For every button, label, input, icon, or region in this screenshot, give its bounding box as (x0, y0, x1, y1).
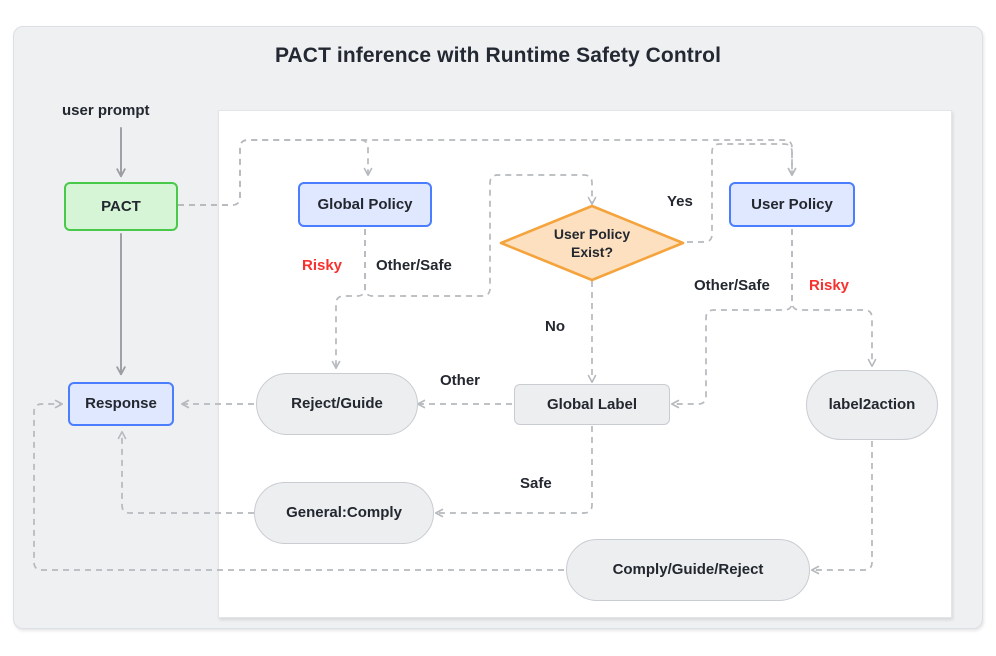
node-user-policy-label: User Policy (751, 195, 833, 213)
node-response[interactable]: Response (68, 382, 174, 426)
node-comply-guide-reject-label: Comply/Guide/Reject (612, 561, 764, 579)
node-global-label[interactable]: Global Label (514, 384, 670, 425)
node-user-policy-exist-decision[interactable]: User Policy Exist? (498, 203, 686, 283)
node-comply-guide-reject[interactable]: Comply/Guide/Reject (566, 539, 810, 601)
edge-label-decision-no: No (545, 318, 565, 335)
edge-label-user-policy-risky: Risky (809, 277, 850, 294)
node-reject-guide-label: Reject/Guide (291, 395, 383, 413)
user-prompt-label: user prompt (62, 102, 150, 119)
node-user-policy[interactable]: User Policy (729, 182, 855, 227)
node-global-policy[interactable]: Global Policy (298, 182, 432, 227)
edge-label-global-label-other: Other (440, 372, 481, 389)
node-response-label: Response (85, 395, 157, 413)
edge-label-user-policy-other-safe: Other/Safe (694, 277, 770, 294)
node-decision-label-line2: Exist? (570, 244, 613, 260)
node-label2action-label: label2action (828, 396, 916, 414)
page-title: PACT inference with Runtime Safety Contr… (274, 44, 722, 67)
node-general-comply-label: General:Comply (286, 504, 402, 522)
diamond-shape (499, 204, 685, 282)
node-pact[interactable]: PACT (64, 182, 178, 231)
node-decision-label: User Policy Exist? (498, 203, 686, 283)
node-reject-guide[interactable]: Reject/Guide (256, 373, 418, 435)
edge-label-global-label-safe: Safe (520, 475, 552, 492)
node-label2action[interactable]: label2action (806, 370, 938, 440)
node-global-label-label: Global Label (546, 395, 637, 413)
node-decision-label-line1: User Policy (553, 225, 631, 242)
edge-label-decision-yes: Yes (667, 193, 693, 210)
node-pact-label: PACT (101, 197, 141, 215)
node-global-policy-label: Global Policy (317, 195, 413, 213)
edge-label-global-policy-other-safe: Other/Safe (376, 257, 452, 274)
edge-label-global-policy-risky: Risky (302, 257, 343, 274)
node-general-comply[interactable]: General:Comply (254, 482, 434, 544)
